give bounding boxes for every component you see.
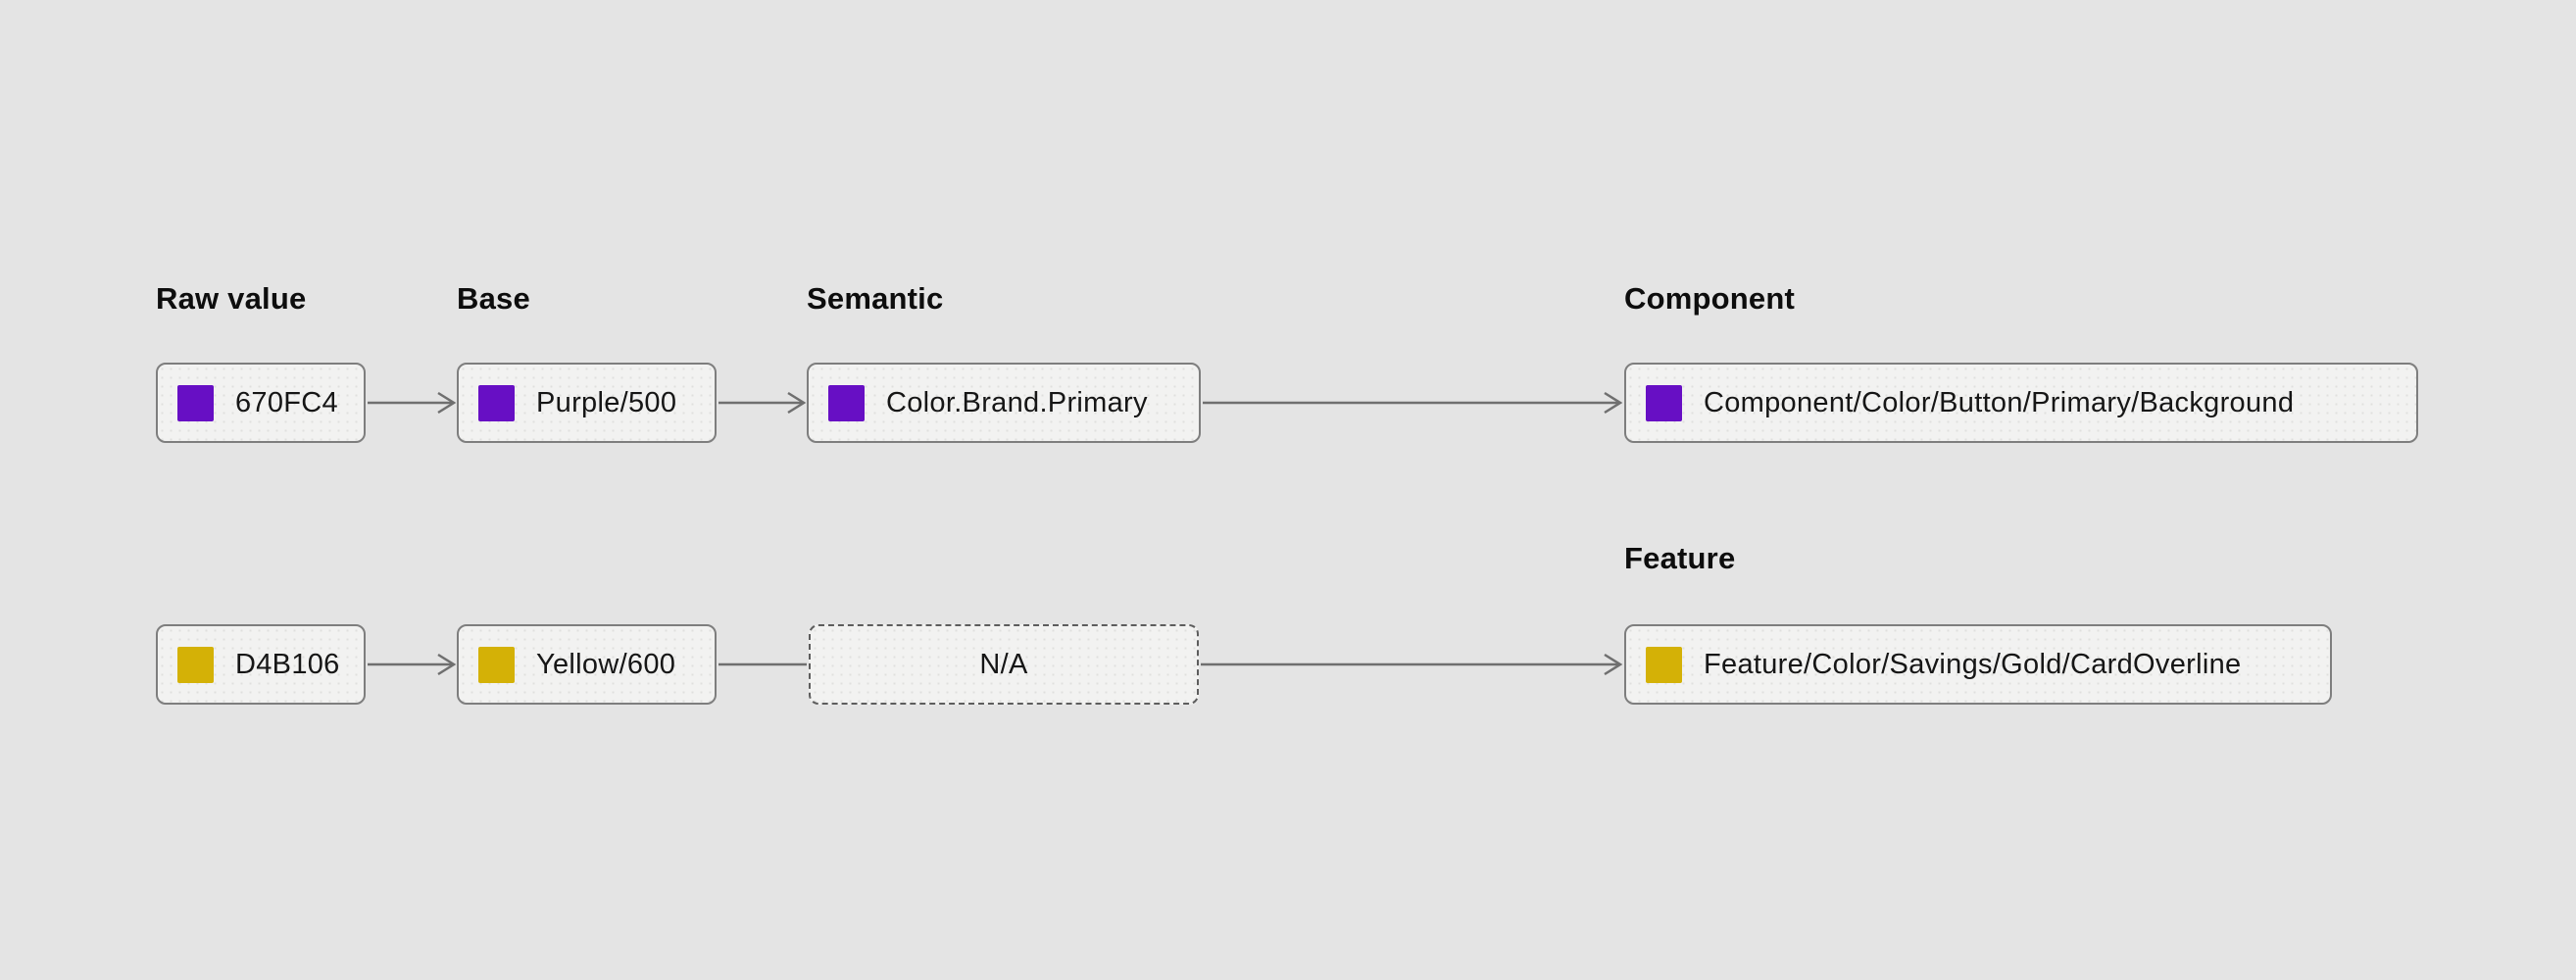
node-label: Feature/Color/Savings/Gold/CardOverline	[1704, 648, 2242, 680]
node-label: Color.Brand.Primary	[886, 386, 1148, 418]
node-label: D4B106	[235, 648, 340, 680]
column-header-feature: Feature	[1624, 541, 1736, 575]
color-swatch-purple	[478, 384, 515, 421]
node-raw-value-yellow[interactable]: D4B106	[156, 624, 366, 705]
color-swatch-purple	[1646, 384, 1682, 421]
connector-raw-to-base-row1	[368, 391, 457, 415]
column-header-base: Base	[457, 281, 530, 316]
node-feature-token[interactable]: Feature/Color/Savings/Gold/CardOverline	[1624, 624, 2332, 705]
node-label: Component/Color/Button/Primary/Backgroun…	[1704, 386, 2295, 418]
column-header-semantic: Semantic	[807, 281, 944, 316]
node-raw-value-purple[interactable]: 670FC4	[156, 363, 366, 443]
column-header-raw-value: Raw value	[156, 281, 307, 316]
color-swatch-yellow	[478, 646, 515, 683]
connector-semantic-to-component-row1	[1203, 391, 1623, 415]
connector-raw-to-base-row2	[368, 653, 457, 676]
node-semantic-not-applicable[interactable]: N/A	[809, 624, 1199, 705]
color-swatch-yellow	[177, 646, 214, 683]
color-swatch-purple	[828, 384, 865, 421]
column-header-component: Component	[1624, 281, 1795, 316]
node-label: Purple/500	[536, 386, 677, 418]
connector-base-to-semantic-row1	[718, 391, 807, 415]
node-label: N/A	[979, 648, 1028, 680]
node-label: Yellow/600	[536, 648, 676, 680]
color-swatch-yellow	[1646, 646, 1682, 683]
node-component-token[interactable]: Component/Color/Button/Primary/Backgroun…	[1624, 363, 2418, 443]
connector-na-to-feature-row2	[1201, 653, 1623, 676]
node-label: 670FC4	[235, 386, 338, 418]
node-semantic-color-brand-primary[interactable]: Color.Brand.Primary	[807, 363, 1201, 443]
node-base-yellow-600[interactable]: Yellow/600	[457, 624, 717, 705]
node-base-purple-500[interactable]: Purple/500	[457, 363, 717, 443]
color-swatch-purple	[177, 384, 214, 421]
